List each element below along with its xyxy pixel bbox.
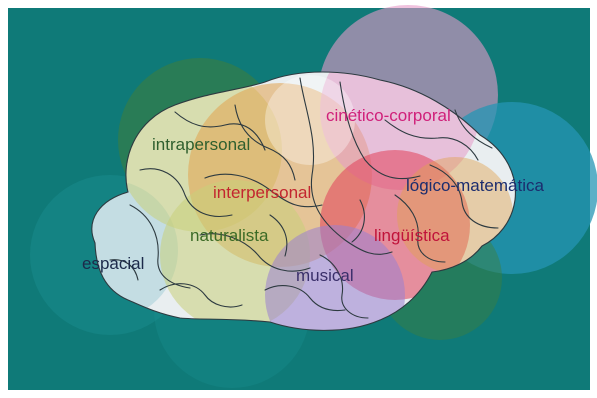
label-cinetico-corporal: cinético-corporal <box>326 106 451 125</box>
brain-regions <box>91 72 513 331</box>
logico-matematica-region <box>397 157 513 273</box>
top-white-region <box>265 75 355 165</box>
espacial-region <box>91 180 178 320</box>
cinetico-corporal-region <box>320 72 480 190</box>
label-interpersonal: interpersonal <box>213 183 311 202</box>
label-musical: musical <box>296 266 354 285</box>
label-logico-matematica: lógico-matemática <box>406 176 544 195</box>
label-intrapersonal: intrapersonal <box>152 135 250 154</box>
label-espacial: espacial <box>82 254 144 273</box>
brain-gyri <box>91 71 516 331</box>
label-naturalista: naturalista <box>190 226 269 245</box>
label-linguistica: lingüística <box>374 226 450 245</box>
